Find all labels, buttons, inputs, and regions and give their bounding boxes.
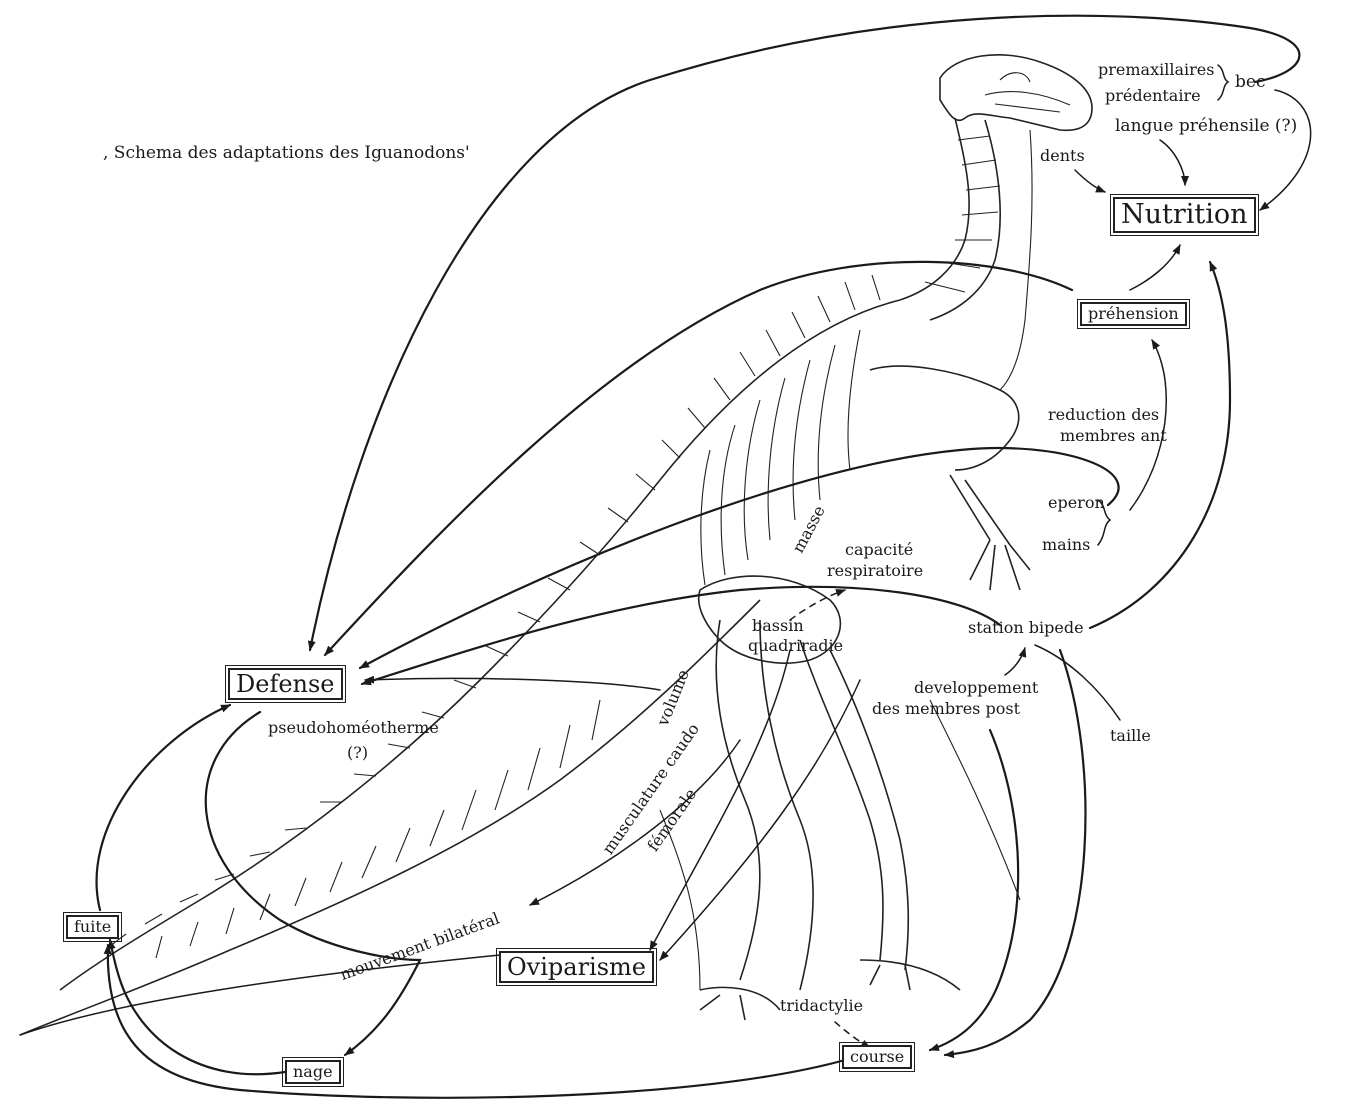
- dorsal-spines: [110, 275, 880, 946]
- node-course: course: [842, 1045, 912, 1069]
- edge-prehension-nutrition: [1130, 245, 1180, 290]
- label-pseudo-2: (?): [347, 745, 368, 762]
- hand: [970, 540, 1030, 590]
- hindlimb-right: [800, 640, 908, 970]
- label-developpement-2: des membres post: [872, 701, 1020, 718]
- label-eperon: eperon: [1048, 495, 1105, 512]
- skull-detail: [985, 73, 1070, 112]
- body-outline: [660, 130, 1032, 990]
- node-defense: Defense: [228, 668, 343, 700]
- label-bassin-2: quadriradie: [748, 638, 843, 655]
- iguanodon-skeleton: [20, 55, 1092, 1035]
- node-fuite: fuite: [66, 915, 119, 939]
- forelimb: [870, 366, 1019, 545]
- edge-course-fuite: [108, 945, 845, 1098]
- hindlimb-left: [716, 620, 813, 990]
- edge-volume-defense: [365, 678, 660, 690]
- relationship-arrows: [20, 16, 1311, 1098]
- label-tridactylie: tridactylie: [780, 998, 863, 1015]
- label-taille: taille: [1110, 728, 1151, 745]
- edge-defense-nage: [206, 712, 420, 1055]
- label-reduction-2: membres ant: [1060, 428, 1167, 445]
- ribs: [701, 330, 860, 585]
- edge-langue-nutrition: [1160, 140, 1185, 185]
- edge-fuite-defense: [97, 705, 230, 910]
- label-dents: dents: [1040, 148, 1085, 165]
- label-pseudo-1: pseudohoméotherme: [268, 720, 439, 737]
- edge-nage-fuite: [110, 940, 285, 1074]
- node-oviparisme: Oviparisme: [499, 951, 654, 983]
- edge-bec-nutrition: [1260, 90, 1311, 210]
- tail-chevrons: [156, 700, 600, 958]
- node-prehension: préhension: [1080, 302, 1187, 326]
- edge-reduction-prehension: [1130, 340, 1166, 510]
- label-premaxillaires: premaxillaires: [1098, 62, 1214, 79]
- edge-dev-course: [930, 730, 1018, 1050]
- label-mains: mains: [1042, 537, 1090, 554]
- label-bassin-1: bassin: [752, 618, 804, 635]
- neck-vertebrae: [925, 136, 1000, 292]
- node-nutrition: Nutrition: [1113, 197, 1256, 233]
- brace-bec: [1218, 65, 1228, 100]
- label-capacite-2: respiratoire: [827, 563, 923, 580]
- label-station: station bipede: [968, 620, 1084, 637]
- label-langue: langue préhensile (?): [1115, 118, 1297, 136]
- edge-taille-station: [1035, 645, 1120, 720]
- label-bec: bec: [1235, 74, 1265, 92]
- neck: [900, 118, 1000, 320]
- diagram-title: , Schema des adaptations des Iguanodons': [103, 145, 470, 163]
- label-capacite-1: capacité: [845, 542, 913, 559]
- label-predentaire: prédentaire: [1105, 88, 1201, 105]
- edge-dev-station: [1005, 648, 1025, 675]
- node-nage: nage: [285, 1060, 341, 1084]
- edge-dents-nutrition: [1075, 170, 1105, 192]
- label-developpement-1: developpement: [914, 680, 1038, 697]
- label-reduction-1: reduction des: [1048, 407, 1159, 424]
- skull: [940, 55, 1092, 131]
